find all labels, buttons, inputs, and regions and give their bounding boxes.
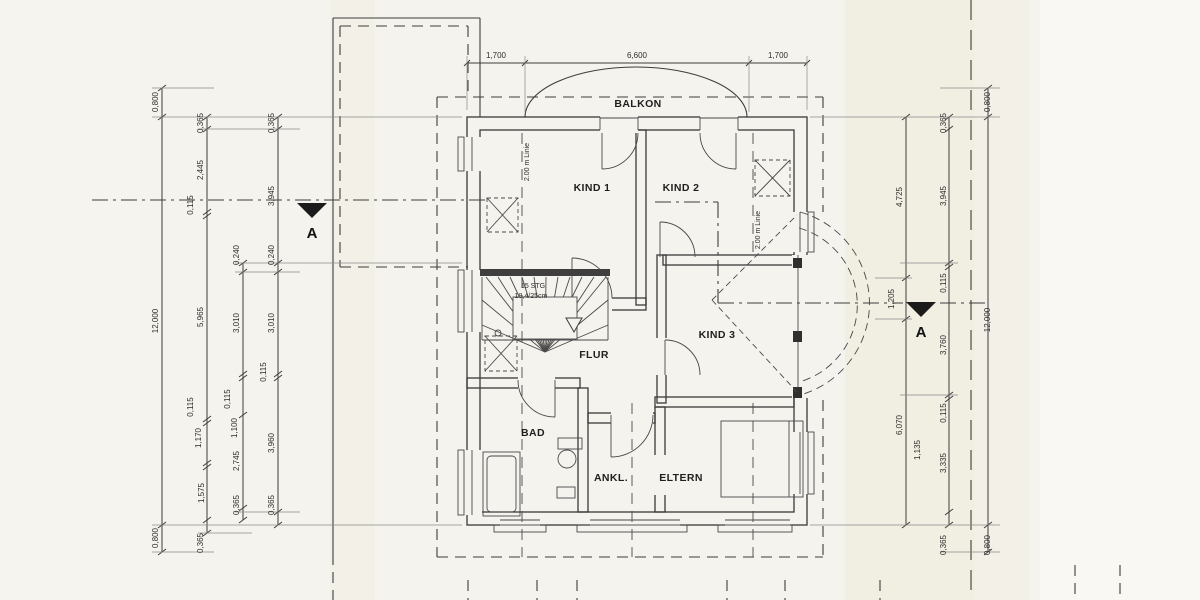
fixtures <box>482 420 804 517</box>
dimension-line <box>238 370 248 378</box>
dimension-chains <box>152 56 1000 556</box>
dim-label: 3,010 <box>232 312 241 333</box>
dim-label: 3,945 <box>267 185 276 206</box>
dim-label: 0,800 <box>151 91 160 112</box>
room-label-eltern: ELTERN <box>659 472 703 484</box>
room-label-kind1: KIND 1 <box>574 182 611 194</box>
bed <box>720 420 804 498</box>
section-label-left: A <box>307 225 318 242</box>
section-marker-right <box>906 302 936 317</box>
dim-label: 0,800 <box>983 534 992 555</box>
dim-label: 0,365 <box>232 494 241 515</box>
dim-label: 1,700 <box>768 51 789 60</box>
room-labels: BALKON KIND 1 KIND 2 KIND 3 FLUR BAD ANK… <box>521 98 762 484</box>
dim-label: 3,335 <box>939 452 948 473</box>
room-label-bad: BAD <box>521 427 545 439</box>
left-dimensions: 0,800 12,000 0,800 0,365 2,445 0,115 5,9… <box>151 91 276 553</box>
height-line-label-left: 2.00 m Linie <box>524 143 531 181</box>
dim-label: 1,205 <box>887 288 896 309</box>
dim-label: 6,070 <box>895 414 904 435</box>
dim-label: 0,365 <box>939 534 948 555</box>
dim-label: 0,365 <box>939 112 948 133</box>
dim-label: 6,600 <box>627 51 648 60</box>
dim-label: 5,965 <box>196 306 205 327</box>
dim-label: 0,365 <box>267 494 276 515</box>
section-line: A A <box>92 199 986 341</box>
dimension-line <box>273 370 283 378</box>
height-line-label-right: 2.00 m Linie <box>755 211 762 249</box>
dim-label: 0,115 <box>186 397 195 417</box>
dimension-line <box>944 395 954 403</box>
dim-label: 3,945 <box>939 185 948 206</box>
dim-label: 0,365 <box>196 532 205 553</box>
dim-label: 0,240 <box>232 244 241 265</box>
dim-label: 0,115 <box>939 273 948 293</box>
height-lines <box>521 133 754 557</box>
dim-label: 0,365 <box>196 112 205 133</box>
dim-label: 0,800 <box>983 91 992 112</box>
dim-label: 0,365 <box>267 112 276 133</box>
dimension-line <box>202 212 212 220</box>
room-label-balkon: BALKON <box>614 98 661 110</box>
dimension-line <box>202 208 212 216</box>
balcony <box>524 66 748 118</box>
dimension-line <box>944 263 954 271</box>
wall-openings <box>457 114 815 533</box>
dimension-line <box>238 504 248 512</box>
dim-label: 1,100 <box>230 417 239 438</box>
dim-label: 0,115 <box>939 403 948 423</box>
section-label-right: A <box>916 324 927 341</box>
dimension-line <box>202 459 212 467</box>
dim-label: 0,115 <box>259 362 268 382</box>
dim-label: 0,240 <box>267 244 276 265</box>
dim-label: 0,800 <box>151 527 160 548</box>
dim-label: 12,000 <box>983 307 992 332</box>
dim-label: 2,745 <box>232 450 241 471</box>
room-label-kind2: KIND 2 <box>663 182 700 194</box>
room-label-kind3: KIND 3 <box>699 329 736 341</box>
bathtub <box>482 451 521 517</box>
site-lines <box>332 0 1121 600</box>
dim-label: 1,575 <box>197 482 206 503</box>
dimension-line <box>238 411 248 419</box>
toilet <box>557 449 577 469</box>
dim-label: 0,115 <box>223 389 232 409</box>
dim-label: 12,000 <box>151 308 160 333</box>
stair-tread-label: 18,4/25cm <box>515 293 548 300</box>
dim-label: 4,725 <box>895 186 904 207</box>
room-label-ankl: ANKL. <box>594 472 628 484</box>
dimension-line <box>202 516 212 524</box>
top-dimensions: 1,700 6,600 1,700 <box>486 51 789 60</box>
dimension-line <box>944 508 954 516</box>
stair-steps-label: 15 STG <box>521 283 545 290</box>
dim-label: 1,135 <box>913 439 922 460</box>
dimension-line <box>944 125 954 133</box>
dim-label: 3,760 <box>939 334 948 355</box>
door-arcs <box>517 132 737 458</box>
dim-label: 1,700 <box>486 51 507 60</box>
dimension-line <box>202 415 212 423</box>
dimension-line <box>238 516 248 524</box>
dimension-line <box>202 463 212 471</box>
dim-label: 1,170 <box>194 427 203 448</box>
dimension-line <box>273 374 283 382</box>
dimension-line <box>238 374 248 382</box>
dimension-line <box>202 419 212 427</box>
dim-label: 3,960 <box>267 432 276 453</box>
dim-label: 3,010 <box>267 312 276 333</box>
dim-label: 0,115 <box>186 195 195 215</box>
room-label-flur: FLUR <box>579 349 609 361</box>
chimney-shafts <box>484 159 791 372</box>
staircase: 15 STG 18,4/25cm <box>480 269 610 353</box>
right-dimensions: 4,725 1,205 6,070 1,135 0,365 3,945 0,11… <box>887 91 992 555</box>
section-marker-left <box>297 203 327 218</box>
dim-label: 2,445 <box>196 159 205 180</box>
